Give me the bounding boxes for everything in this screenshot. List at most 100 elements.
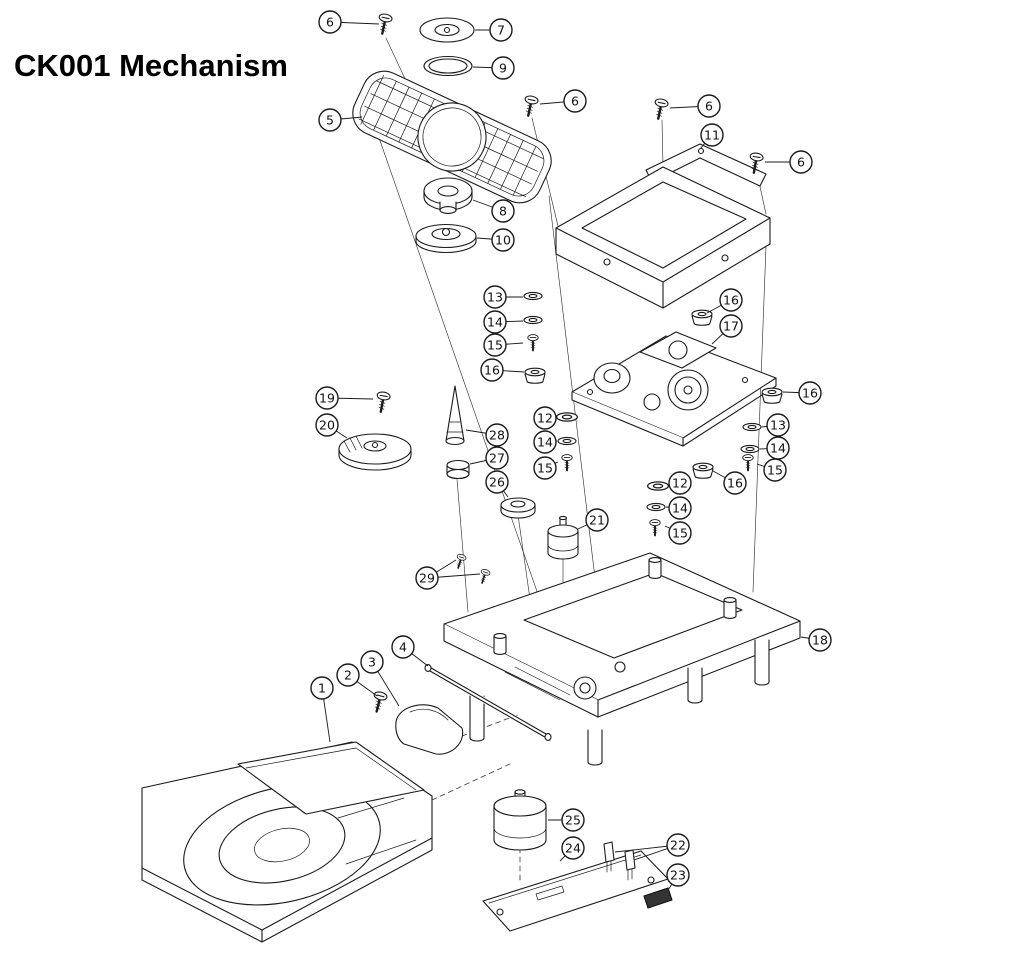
callout-circle-29 — [415, 566, 439, 590]
callout-number: 29 — [419, 571, 435, 586]
callout-number: 6 — [705, 99, 713, 114]
callout-26: 26 — [485, 470, 509, 498]
disc-tray-drawing — [141, 741, 433, 943]
callout-number: 14 — [770, 441, 786, 456]
callout-12: 12 — [667, 471, 692, 495]
callout-number: 25 — [565, 813, 581, 828]
callout-number: 28 — [489, 428, 505, 443]
callout-circle-12 — [668, 471, 692, 495]
callout-17: 17 — [711, 314, 743, 345]
callout-circle-12 — [533, 406, 557, 430]
callout-1: 1 — [310, 676, 334, 743]
callout-7: 7 — [475, 18, 513, 42]
callout-number: 22 — [670, 838, 686, 853]
callout-circle-15 — [763, 458, 787, 482]
top-frame-drawing — [555, 143, 771, 309]
callout-circle-26 — [485, 470, 509, 494]
main-chassis-drawing — [424, 552, 801, 766]
callout-circle-14 — [483, 310, 507, 334]
callout-circle-6 — [697, 94, 721, 118]
callout-16: 16 — [706, 288, 743, 314]
callout-circle-6 — [318, 10, 342, 34]
bracket-drawing — [395, 704, 464, 755]
callout-number: 5 — [326, 113, 334, 128]
callout-number: 15 — [767, 463, 783, 478]
bearing-drawing — [446, 459, 470, 480]
callout-number: 6 — [797, 155, 805, 170]
callout-15: 15 — [664, 521, 692, 545]
callout-circle-23 — [666, 863, 690, 887]
clamper-disc-drawing — [419, 17, 475, 77]
callout-circle-15 — [483, 333, 507, 357]
callout-circle-2 — [336, 663, 360, 687]
callout-circle-24 — [561, 836, 585, 860]
callout-circle-19 — [315, 386, 339, 410]
callout-6: 6 — [539, 89, 587, 113]
callout-circle-28 — [485, 423, 509, 447]
rotor-disc-drawing — [338, 433, 412, 471]
callout-15: 15 — [533, 456, 559, 480]
callout-number: 8 — [499, 204, 507, 219]
spindle-motor-drawing — [493, 789, 547, 851]
callout-number: 2 — [344, 668, 352, 683]
callout-circle-22 — [666, 833, 690, 857]
callout-23: 23 — [666, 863, 690, 891]
callout-circle-13 — [766, 413, 790, 437]
callout-19: 19 — [315, 386, 374, 410]
switch-pcb-drawing — [482, 850, 669, 932]
callout-13: 13 — [483, 285, 523, 309]
callout-number: 20 — [319, 418, 335, 433]
callout-circle-4 — [391, 635, 415, 659]
callout-circle-16 — [798, 381, 822, 405]
callout-circle-16 — [723, 471, 747, 495]
callout-number: 14 — [537, 435, 553, 450]
pulley-drawing — [500, 497, 536, 519]
callout-number: 26 — [489, 475, 505, 490]
callout-number: 15 — [537, 461, 553, 476]
callout-circle-13 — [483, 285, 507, 309]
callout-number: 13 — [487, 290, 503, 305]
callout-15: 15 — [483, 333, 524, 357]
callout-10: 10 — [476, 228, 515, 252]
callout-circle-18 — [808, 628, 832, 652]
callout-29: 29 — [415, 559, 481, 590]
callout-number: 24 — [565, 841, 581, 856]
callout-number: 3 — [368, 655, 376, 670]
callout-number: 14 — [672, 501, 688, 516]
clamper-magnet-drawing — [423, 177, 473, 214]
callout-14: 14 — [759, 436, 790, 460]
callout-circle-15 — [668, 521, 692, 545]
callout-number: 15 — [487, 338, 503, 353]
callout-21: 21 — [577, 508, 609, 532]
callout-14: 14 — [483, 310, 524, 334]
callout-number: 17 — [723, 319, 739, 334]
callout-25: 25 — [548, 808, 585, 832]
callout-6: 6 — [318, 10, 380, 34]
callout-number: 19 — [319, 391, 335, 406]
callout-5: 5 — [318, 108, 363, 132]
callout-3: 3 — [360, 650, 400, 707]
callout-number: 12 — [672, 476, 688, 491]
callout-circle-8 — [491, 199, 515, 223]
callout-4: 4 — [391, 635, 429, 667]
callout-circle-27 — [485, 446, 509, 470]
callout-16: 16 — [480, 358, 525, 382]
callout-circle-7 — [489, 18, 513, 42]
callout-number: 10 — [495, 233, 511, 248]
page-title: CK001 Mechanism — [14, 48, 288, 83]
callout-27: 27 — [469, 446, 509, 470]
callout-circle-16 — [480, 358, 504, 382]
callout-circle-1 — [310, 676, 334, 700]
callout-6: 6 — [765, 150, 813, 174]
callout-circle-5 — [318, 108, 342, 132]
turntable-drawing — [415, 223, 477, 254]
callout-number: 16 — [484, 363, 500, 378]
callout-14: 14 — [533, 430, 558, 454]
callout-number: 15 — [672, 526, 688, 541]
callout-18: 18 — [800, 628, 832, 652]
callout-circle-21 — [585, 508, 609, 532]
callout-6: 6 — [669, 94, 721, 118]
callout-circle-10 — [491, 228, 515, 252]
connector-drawing — [643, 887, 673, 909]
